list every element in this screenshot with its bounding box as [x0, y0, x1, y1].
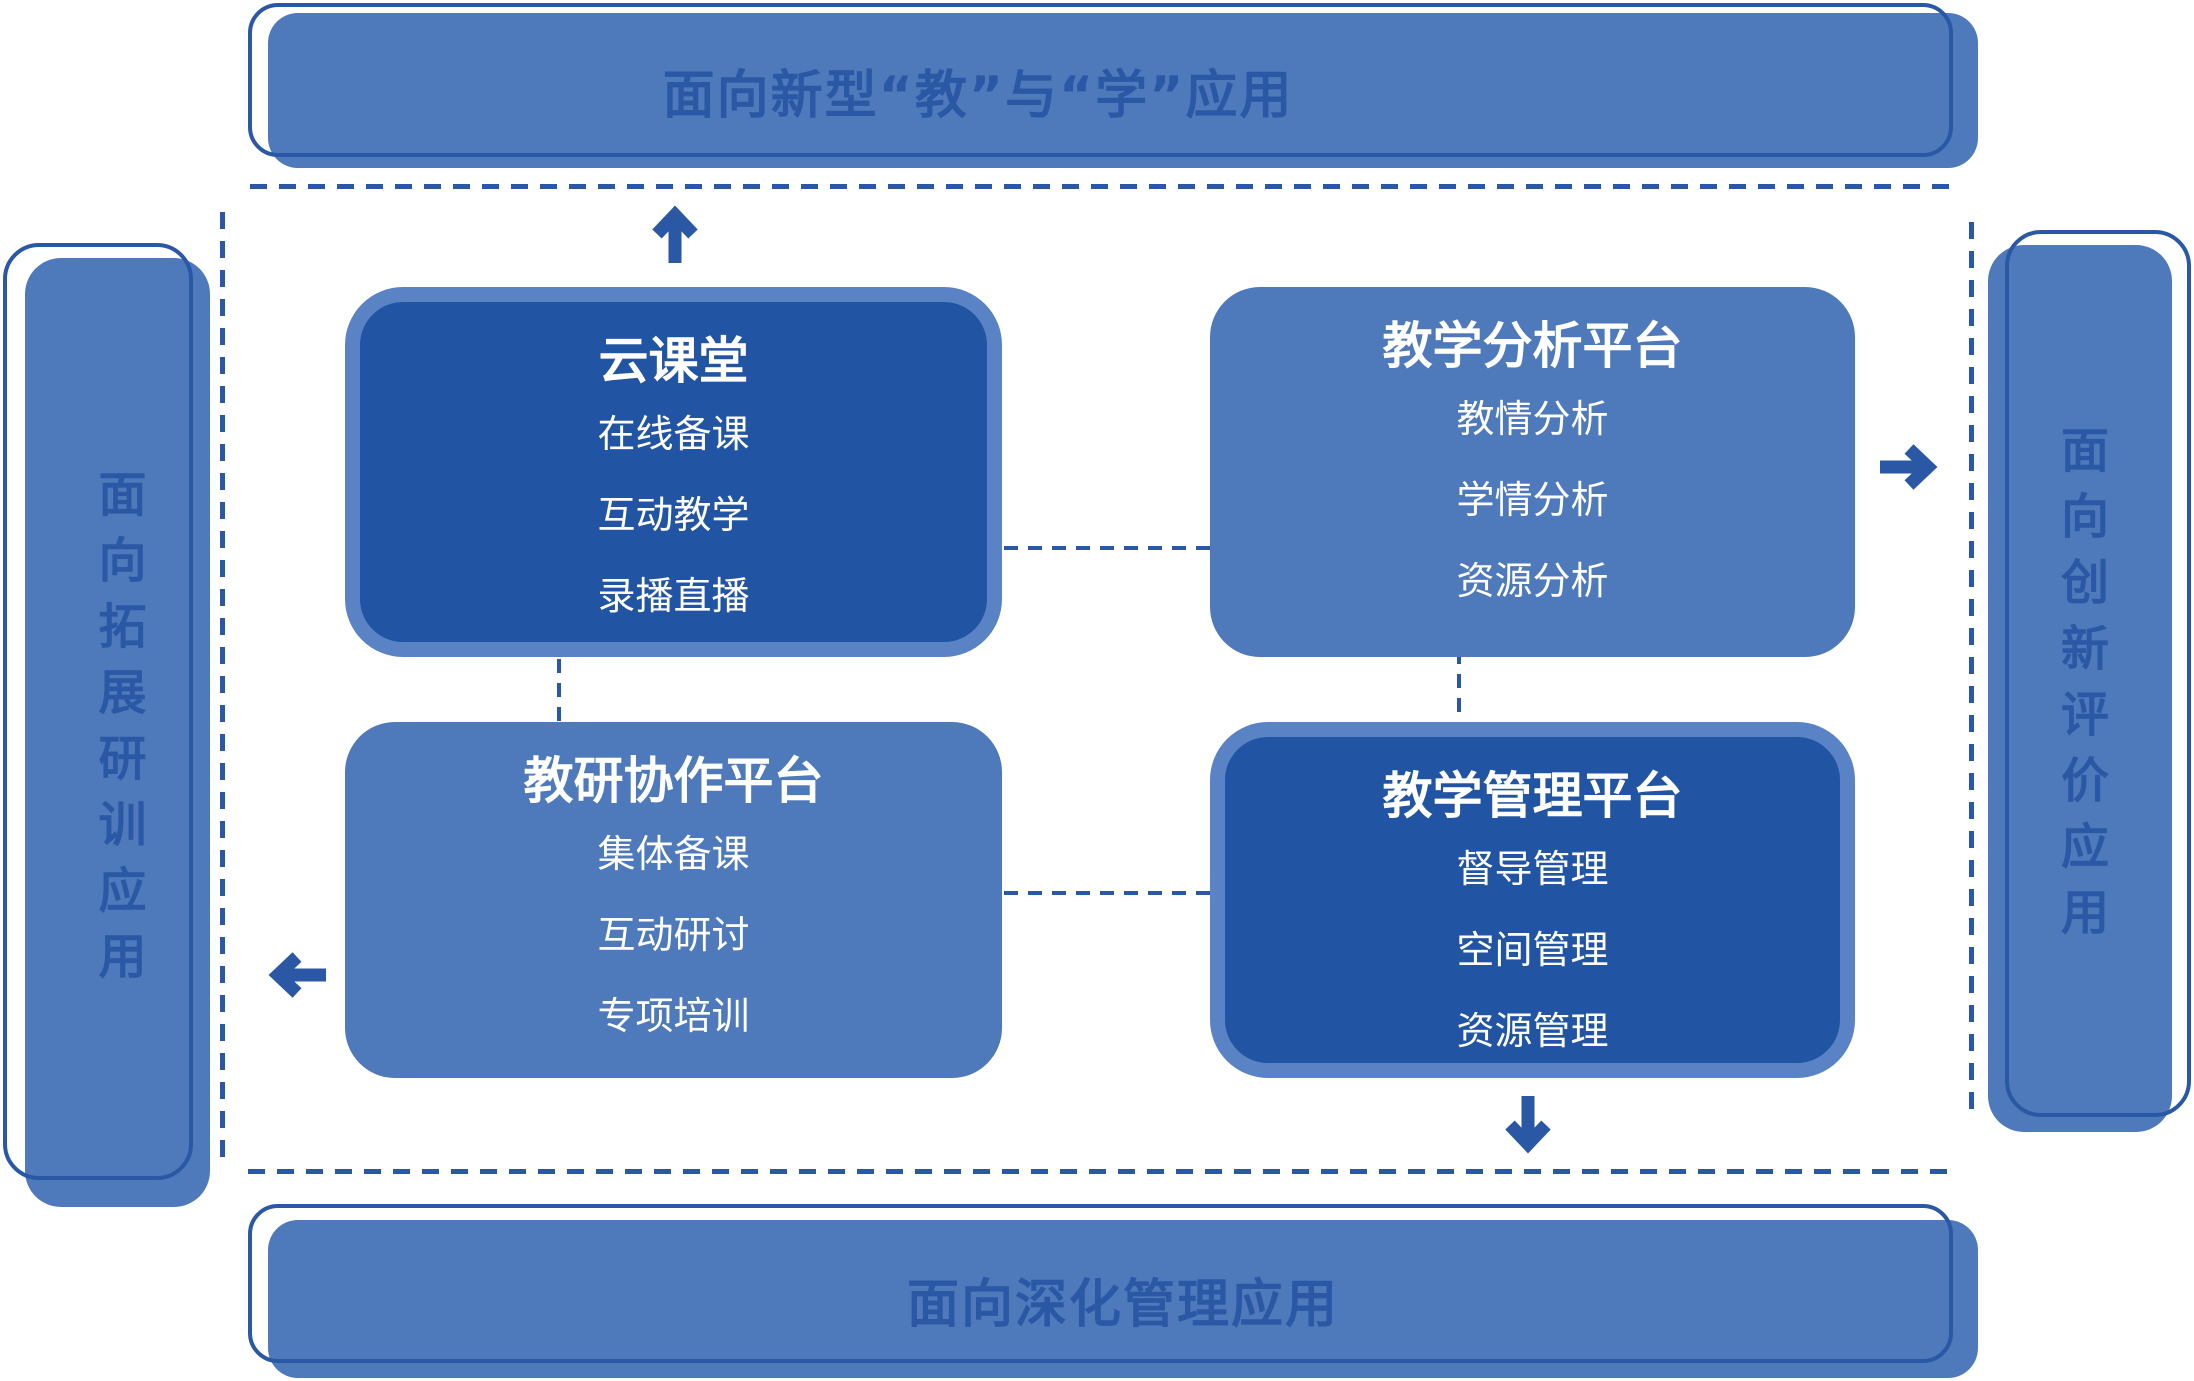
banner-bottom: 面向深化管理应用: [268, 1220, 1978, 1378]
dashed-frame-left: [220, 212, 225, 1160]
banner-right-label: 面向创新评价应用: [2052, 424, 2108, 953]
box-title: 云课堂: [598, 332, 749, 390]
connector-top-horizontal: [1004, 546, 1210, 550]
dashed-frame-top: [250, 184, 1956, 189]
connector-bottom-horizontal: [1004, 891, 1216, 895]
box-cloud-classroom: 云课堂 在线备课 互动教学 录播直播: [345, 287, 1002, 657]
box-item: 互动教学: [597, 493, 750, 537]
box-item: 教情分析: [1456, 397, 1609, 441]
arrow-up-icon: [649, 205, 701, 267]
arrow-right-icon: [1876, 441, 1938, 493]
box-item: 录播直播: [597, 574, 750, 618]
banner-bottom-label: 面向深化管理应用: [906, 1274, 1339, 1335]
box-item: 专项培训: [597, 994, 750, 1038]
box-item-list: 督导管理 空间管理 资源管理: [1456, 843, 1608, 1057]
box-item-list: 集体备课 互动研讨 专项培训: [597, 828, 749, 1042]
dashed-frame-right: [1969, 222, 1974, 1120]
box-research-collaboration: 教研协作平台 集体备课 互动研讨 专项培训: [345, 722, 1002, 1078]
box-title: 教学管理平台: [1382, 767, 1683, 825]
arrow-left-icon: [268, 949, 330, 1001]
box-title: 教研协作平台: [523, 752, 824, 810]
box-item: 空间管理: [1456, 928, 1609, 972]
box-item: 互动研讨: [597, 913, 750, 957]
banner-top-label: 面向新型“教”与“学”应用: [662, 66, 1294, 126]
dashed-frame-bottom: [248, 1169, 1956, 1174]
box-item: 督导管理: [1456, 847, 1609, 891]
banner-left-label: 面向拓展研训应用: [89, 468, 146, 997]
banner-right: 面向创新评价应用: [1988, 245, 2172, 1132]
box-title: 教学分析平台: [1382, 317, 1683, 375]
box-item: 集体备课: [597, 832, 750, 876]
banner-top: 面向新型“教”与“学”应用: [268, 13, 1978, 168]
box-item: 资源分析: [1456, 559, 1609, 603]
connector-left-vertical: [557, 659, 561, 721]
box-item: 在线备课: [597, 412, 750, 456]
box-item: 资源管理: [1456, 1009, 1609, 1053]
box-teaching-analysis: 教学分析平台 教情分析 学情分析 资源分析: [1210, 287, 1855, 657]
box-item: 学情分析: [1456, 478, 1609, 522]
arrow-down-icon: [1502, 1092, 1554, 1154]
box-item-list: 在线备课 互动教学 录播直播: [597, 408, 749, 622]
connector-right-vertical: [1457, 650, 1461, 721]
box-teaching-management: 教学管理平台 督导管理 空间管理 资源管理: [1210, 722, 1855, 1078]
banner-left: 面向拓展研训应用: [25, 258, 210, 1207]
box-item-list: 教情分析 学情分析 资源分析: [1456, 393, 1608, 607]
